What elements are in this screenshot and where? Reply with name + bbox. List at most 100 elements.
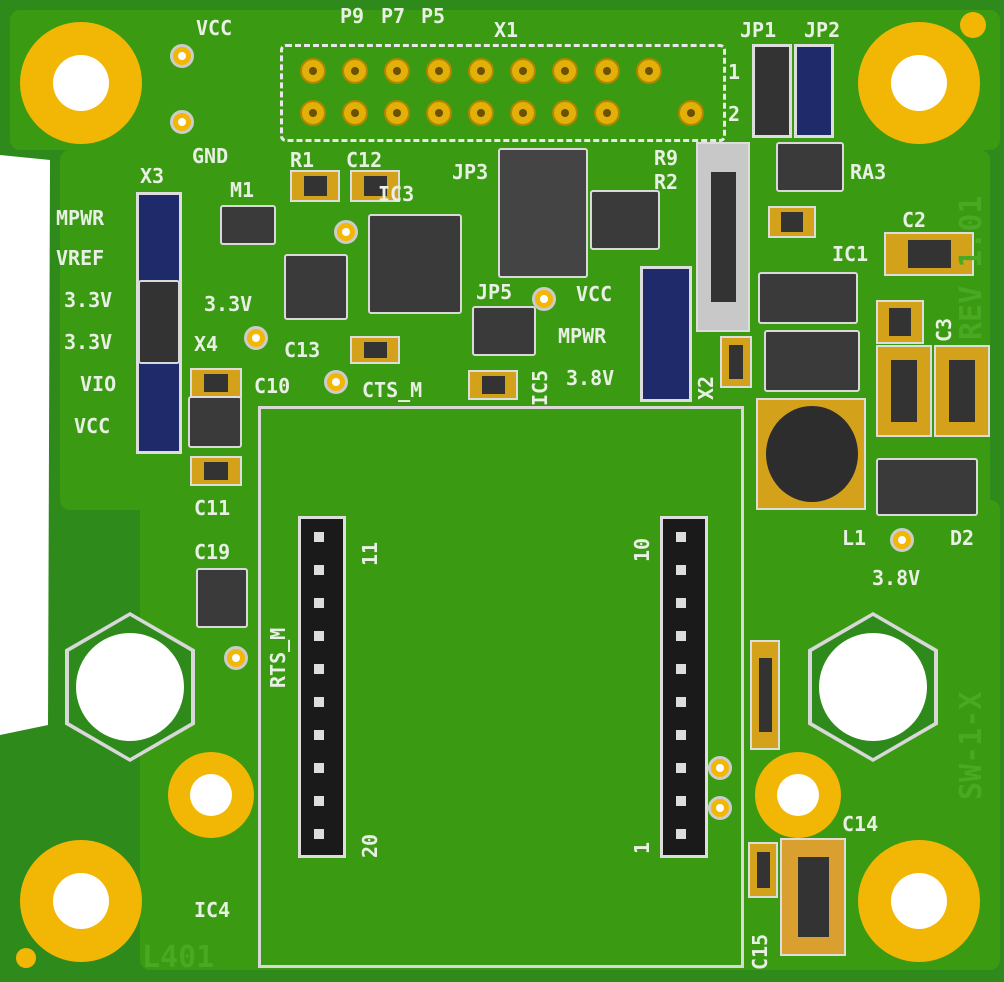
m1-transistor — [220, 205, 276, 245]
test-point[interactable] — [224, 646, 248, 670]
label-x1: X1 — [494, 18, 519, 42]
x1-pin — [300, 58, 326, 84]
label-3v8-tp: 3.8V — [872, 566, 921, 590]
label-c14: C14 — [842, 812, 879, 836]
label-gnd: GND — [192, 144, 229, 168]
label-ic1: IC1 — [832, 242, 869, 266]
label-vref: VREF — [56, 246, 105, 270]
label-c3: C3 — [932, 317, 956, 342]
c19-component — [196, 568, 248, 628]
x1-pin — [426, 58, 452, 84]
label-m1: M1 — [230, 178, 255, 202]
jp2-jumper[interactable] — [794, 44, 834, 138]
label-r9: R9 — [654, 146, 679, 170]
label-c19: C19 — [194, 540, 231, 564]
label-c2: C2 — [902, 208, 927, 232]
header-pin — [676, 829, 686, 839]
diode — [764, 330, 860, 392]
label-p5: P5 — [421, 4, 446, 28]
x1-pin — [426, 100, 452, 126]
x1-pin — [342, 58, 368, 84]
header-pin — [676, 565, 686, 575]
vcc-test-point-2[interactable] — [532, 287, 556, 311]
label-3v3: 3.3V — [64, 330, 113, 354]
x1-pin — [552, 100, 578, 126]
label-l1: L1 — [842, 526, 867, 550]
label-jp5: JP5 — [476, 280, 513, 304]
3v3-test-point[interactable] — [244, 326, 268, 350]
cts-test-point[interactable] — [324, 370, 348, 394]
c14-capacitor — [780, 838, 846, 956]
ic5-chip — [472, 306, 536, 356]
regulator-chip — [188, 396, 242, 448]
standoff-hole — [808, 612, 938, 762]
c3-capacitor — [876, 300, 924, 344]
mounting-hole — [20, 840, 142, 962]
label-c15: C15 — [748, 933, 772, 970]
capacitor — [468, 370, 518, 400]
label-3v8: 3.8V — [566, 366, 615, 390]
label-pin-11: 11 — [358, 541, 382, 566]
header-pin — [314, 631, 324, 641]
label-mpwr: MPWR — [56, 206, 105, 230]
label-r2: R2 — [654, 170, 679, 194]
header-pin — [314, 763, 324, 773]
label-ic3: IC3 — [378, 182, 415, 206]
test-point[interactable] — [708, 756, 732, 780]
label-r1: R1 — [290, 148, 315, 172]
3v8-test-point[interactable] — [890, 528, 914, 552]
header-pin — [676, 664, 686, 674]
label-c10: C10 — [254, 374, 291, 398]
label-jp3: JP3 — [452, 160, 489, 184]
mounting-hole — [755, 752, 841, 838]
vcc-test-point[interactable] — [170, 44, 194, 68]
header-pin — [676, 697, 686, 707]
resistor-array — [590, 190, 660, 250]
ic4-module-outline — [258, 406, 744, 968]
gnd-test-point[interactable] — [170, 110, 194, 134]
x1-connector-outline — [280, 44, 726, 142]
header-pin — [314, 730, 324, 740]
label-pin-2: 2 — [728, 102, 741, 126]
fiducial — [960, 12, 986, 38]
c13-capacitor — [350, 336, 400, 364]
x1-pin — [510, 100, 536, 126]
label-jp2: JP2 — [804, 18, 841, 42]
label-cts-m: CTS_M — [362, 378, 423, 402]
jp3-jumper-block[interactable] — [498, 148, 588, 278]
board-name-label: SW-1-X — [954, 691, 989, 800]
jp1-jumper[interactable] — [752, 44, 792, 138]
soic-chip — [284, 254, 348, 320]
x1-pin — [678, 100, 704, 126]
x1-pin — [342, 100, 368, 126]
label-rts-m: RTS_M — [266, 627, 290, 688]
c10-capacitor — [190, 368, 242, 398]
label-ra3: RA3 — [850, 160, 887, 184]
test-point[interactable] — [708, 796, 732, 820]
x1-pin — [510, 58, 536, 84]
x1-pin — [384, 100, 410, 126]
ra3-resistor-array — [776, 142, 844, 192]
header-pin — [314, 565, 324, 575]
x1-pin — [384, 58, 410, 84]
mounting-hole — [858, 840, 980, 962]
test-point[interactable] — [334, 220, 358, 244]
mounting-hole — [168, 752, 254, 838]
label-3v3: 3.3V — [64, 288, 113, 312]
label-c11: C11 — [194, 496, 231, 520]
header-pin — [314, 829, 324, 839]
label-ic5: IC5 — [528, 369, 552, 406]
x2-jumper[interactable] — [640, 266, 692, 402]
header-pin — [676, 763, 686, 773]
header-pin — [676, 796, 686, 806]
label-mpwr-2: MPWR — [558, 324, 607, 348]
c11-capacitor — [190, 456, 242, 486]
revision-label: REV 1.01 — [954, 195, 989, 341]
label-x3: X3 — [140, 164, 165, 188]
x1-pin — [552, 58, 578, 84]
label-ic4: IC4 — [194, 898, 231, 922]
fiducial — [16, 948, 36, 968]
label-jp1: JP1 — [740, 18, 777, 42]
x1-pin — [594, 58, 620, 84]
x3-jumper-cap — [138, 280, 180, 364]
